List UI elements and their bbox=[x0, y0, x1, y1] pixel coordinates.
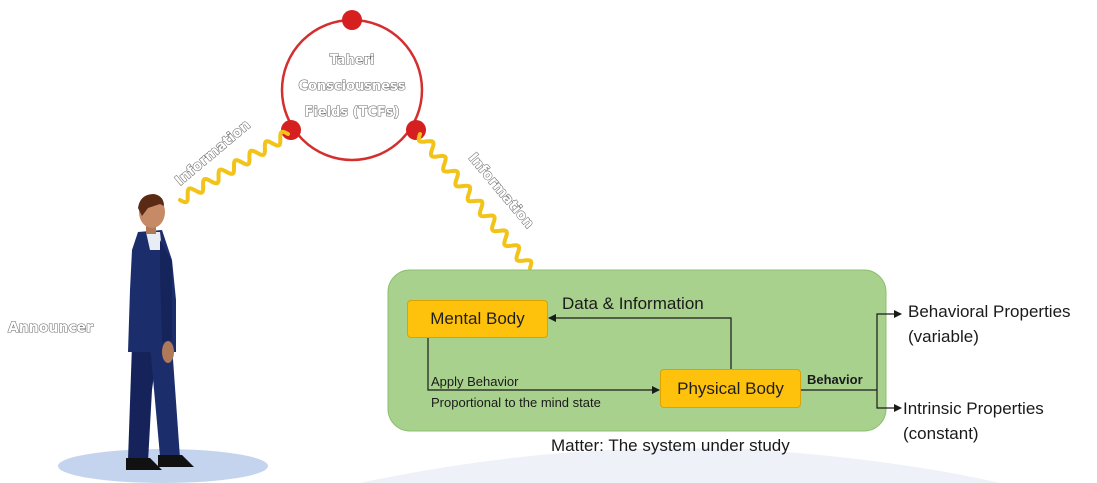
system-caption: Matter: The system under study bbox=[551, 436, 790, 455]
tcf-label-line3: Fields (TCFs) bbox=[304, 105, 399, 120]
tcf-label-line1: Taheri bbox=[330, 53, 375, 68]
physical-body-box: Physical Body bbox=[660, 369, 801, 408]
info-wave-right bbox=[416, 132, 534, 270]
announcer-label: Announcer bbox=[8, 320, 93, 336]
mental-body-box: Mental Body bbox=[407, 300, 548, 338]
intrinsic-properties-label: Intrinsic Properties bbox=[903, 399, 1044, 418]
behavior-label: Behavior bbox=[807, 372, 863, 387]
proportional-label: Proportional to the mind state bbox=[431, 395, 601, 410]
info-label-right: Information bbox=[465, 150, 537, 231]
announcer-figure bbox=[126, 194, 194, 470]
apply-behavior-label: Apply Behavior bbox=[431, 374, 519, 389]
data-info-label: Data & Information bbox=[562, 294, 704, 313]
background-arc bbox=[360, 448, 1000, 483]
arrow-mental-to-physical bbox=[427, 338, 660, 394]
arrow-physical-to-mental bbox=[548, 314, 732, 369]
arrow-to-behavioral bbox=[876, 310, 902, 390]
intrinsic-constant-label: (constant) bbox=[903, 424, 979, 443]
behavioral-properties-label: Behavioral Properties bbox=[908, 302, 1071, 321]
info-wave-left bbox=[178, 129, 290, 205]
arrow-to-intrinsic bbox=[876, 390, 902, 412]
tcf-label-line2: Consciousness bbox=[298, 79, 405, 94]
tcf-node-right bbox=[406, 120, 426, 140]
behavioral-variable-label: (variable) bbox=[908, 327, 979, 346]
tcf-node-top bbox=[342, 10, 362, 30]
info-label-left: Information bbox=[172, 117, 253, 189]
